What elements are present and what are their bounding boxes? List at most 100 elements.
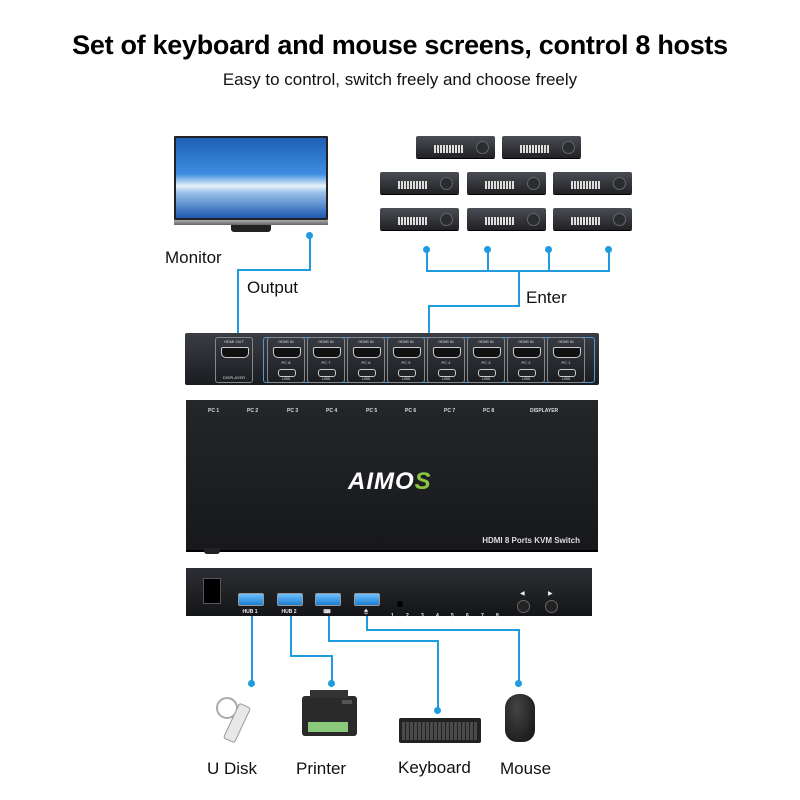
- hdmi-in-port[interactable]: HDMI IN PC 2 USB: [507, 337, 545, 383]
- printer-connector-dot: [328, 680, 335, 687]
- keyboard-label: Keyboard: [398, 758, 471, 777]
- mouse-wire: [518, 629, 520, 681]
- hdmi-out-port[interactable]: HDMI OUT DISPLAYER: [215, 337, 253, 383]
- keyboard-connector-dot: [434, 707, 441, 714]
- channel-indicator: 2: [406, 613, 409, 619]
- keyboard-image: [399, 718, 481, 743]
- printer-image: [298, 686, 361, 742]
- usb-port-label: HUB 2: [281, 609, 297, 615]
- host-computer: [502, 136, 581, 158]
- hdmi-in-port[interactable]: HDMI IN PC 5 USB: [387, 337, 425, 383]
- top-port-label: PC 7: [444, 408, 456, 414]
- usb-c-connector: [278, 369, 296, 377]
- hdmi-in-label: HDMI IN: [558, 339, 574, 344]
- usb-c-connector: [478, 369, 496, 377]
- usb-port[interactable]: [238, 593, 264, 606]
- enter-wire: [487, 249, 489, 271]
- host-computer: [380, 208, 459, 230]
- hdmi-connector: [553, 347, 581, 358]
- hdmi-in-label: HDMI IN: [318, 339, 334, 344]
- keyboard-wire: [328, 616, 330, 641]
- usb-label: USB: [481, 376, 491, 381]
- host-computer: [553, 208, 632, 230]
- channel-indicator: 5: [451, 613, 454, 619]
- udisk-wire: [251, 616, 253, 682]
- usb-c-connector: [558, 369, 576, 377]
- channel-indicator: 8: [496, 613, 499, 619]
- usb-label: USB: [321, 376, 331, 381]
- mouse-label: Mouse: [500, 759, 552, 778]
- mouse-wire: [366, 616, 368, 630]
- host-computer: [416, 136, 495, 158]
- next-channel-button[interactable]: [545, 600, 558, 613]
- hdmi-in-port[interactable]: HDMI IN PC 1 USB: [547, 337, 585, 383]
- ir-receiver: [397, 601, 403, 607]
- monitor-screen: [174, 136, 328, 220]
- usb-c-connector: [398, 369, 416, 377]
- hdmi-in-label: HDMI IN: [518, 339, 534, 344]
- udisk-label: U Disk: [207, 759, 258, 778]
- device-foot: [204, 548, 220, 554]
- model-label: HDMI 8 Ports KVM Switch: [482, 536, 580, 545]
- hdmi-in-label: HDMI IN: [278, 339, 294, 344]
- port-pc-label: PC 5: [401, 360, 411, 365]
- hdmi-connector: [513, 347, 541, 358]
- usb-c-connector: [438, 369, 456, 377]
- page-title: Set of keyboard and mouse screens, contr…: [72, 30, 728, 60]
- monitor-bezel: [174, 220, 328, 225]
- port-pc-label: PC 1: [561, 360, 571, 365]
- usb-label: USB: [281, 376, 291, 381]
- usb-label: USB: [441, 376, 451, 381]
- top-port-label: PC 4: [326, 408, 338, 414]
- usb-port[interactable]: [315, 593, 341, 606]
- usb-label: USB: [561, 376, 571, 381]
- hdmi-in-label: HDMI IN: [438, 339, 454, 344]
- top-port-label: DISPLAYER: [530, 408, 559, 414]
- output-label: Output: [247, 278, 299, 297]
- prev-channel-button[interactable]: [517, 600, 530, 613]
- usb-c-connector: [358, 369, 376, 377]
- top-port-label: PC 8: [483, 408, 495, 414]
- usb-label: USB: [521, 376, 531, 381]
- enter-wire: [518, 270, 520, 306]
- usb-label: USB: [401, 376, 411, 381]
- printer-wire: [331, 655, 333, 683]
- power-switch[interactable]: [203, 578, 221, 604]
- displayer-label: DISPLAYER: [222, 375, 246, 380]
- host-computer: [553, 172, 632, 194]
- top-port-label: PC 6: [405, 408, 417, 414]
- mouse-image: [505, 694, 535, 742]
- enter-wire: [426, 249, 428, 271]
- hdmi-out-label: HDMI OUT: [224, 339, 244, 344]
- mouse-connector-dot: [515, 680, 522, 687]
- hdmi-in-label: HDMI IN: [398, 339, 414, 344]
- udisk-image: [213, 690, 259, 746]
- enter-label: Enter: [526, 288, 567, 307]
- monitor-image: [174, 136, 328, 232]
- port-pc-label: PC 2: [521, 360, 531, 365]
- channel-indicator: 6: [466, 613, 469, 619]
- usb-port[interactable]: [354, 593, 380, 606]
- usb-label: USB: [361, 376, 371, 381]
- printer-label: Printer: [296, 759, 347, 778]
- monitor-stand: [231, 225, 271, 232]
- mouse-wire: [366, 629, 519, 631]
- hdmi-in-label: HDMI IN: [358, 339, 374, 344]
- host-computer: [380, 172, 459, 194]
- hdmi-connector: [393, 347, 421, 358]
- next-arrow-icon: ▶: [548, 591, 553, 597]
- usb-port[interactable]: [277, 593, 303, 606]
- top-port-label: PC 1: [208, 408, 220, 414]
- channel-indicator: 4: [436, 613, 439, 619]
- output-wire: [237, 269, 239, 335]
- host-computer: [467, 172, 546, 194]
- hdmi-connector: [313, 347, 341, 358]
- host-computer: [467, 208, 546, 230]
- keyboard-wire: [437, 640, 439, 710]
- hdmi-connector: [433, 347, 461, 358]
